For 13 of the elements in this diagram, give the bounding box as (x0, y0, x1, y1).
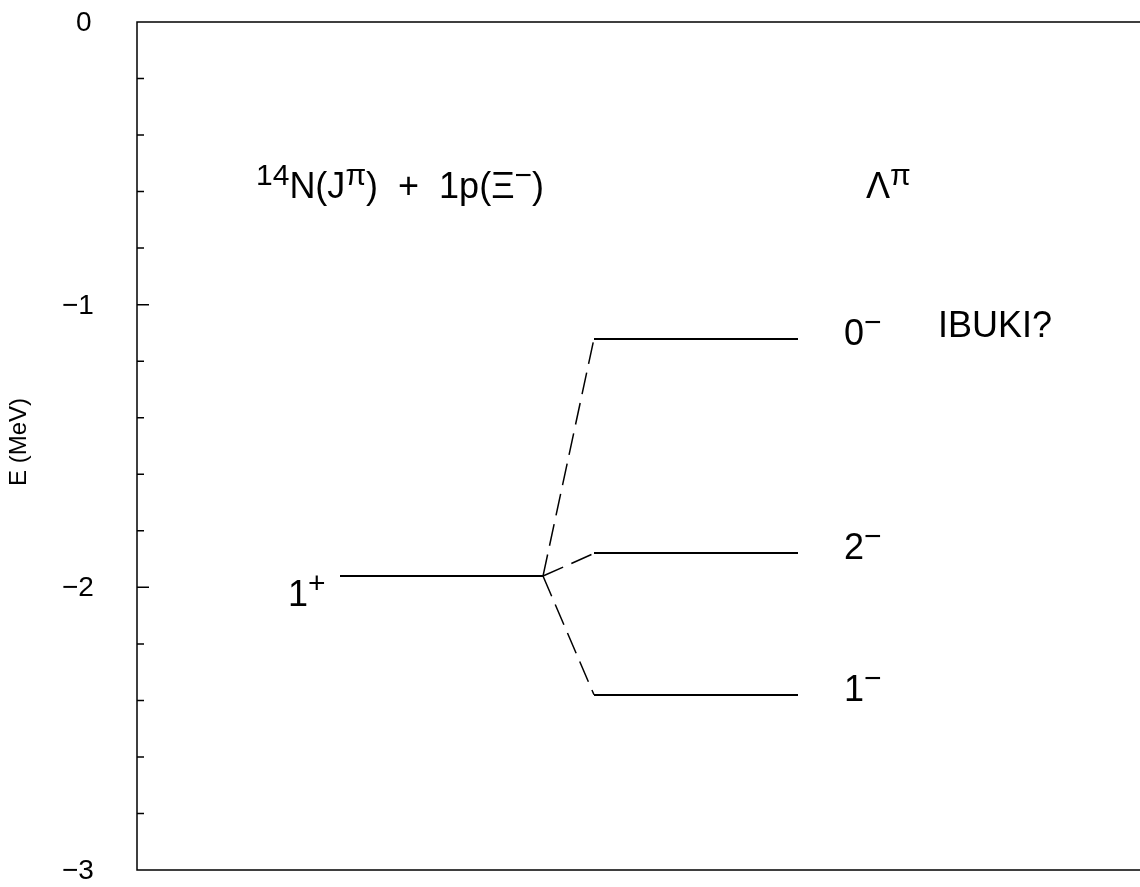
axis-title: E (MeV) (6, 398, 30, 486)
tick-label: 0 (76, 8, 92, 36)
connector-line (542, 575, 595, 696)
level-label: 0$^{−}$ (844, 306, 882, 351)
level-note: IBUKI? (938, 306, 1053, 343)
tick-label: −1 (62, 291, 94, 319)
column-heading: Λ$^{π}$ (866, 160, 911, 204)
level-label: 1$^{−}$ (844, 662, 882, 707)
tick-label: −2 (62, 573, 94, 601)
reaction-heading: $^{14}$N(J$^{π}$) + 1p(Ξ$^{−}$) (256, 160, 545, 204)
level-label: 2$^{−}$ (844, 521, 882, 566)
tick-label: −3 (62, 856, 94, 884)
level-label: 1$^{+}$ (288, 568, 326, 613)
